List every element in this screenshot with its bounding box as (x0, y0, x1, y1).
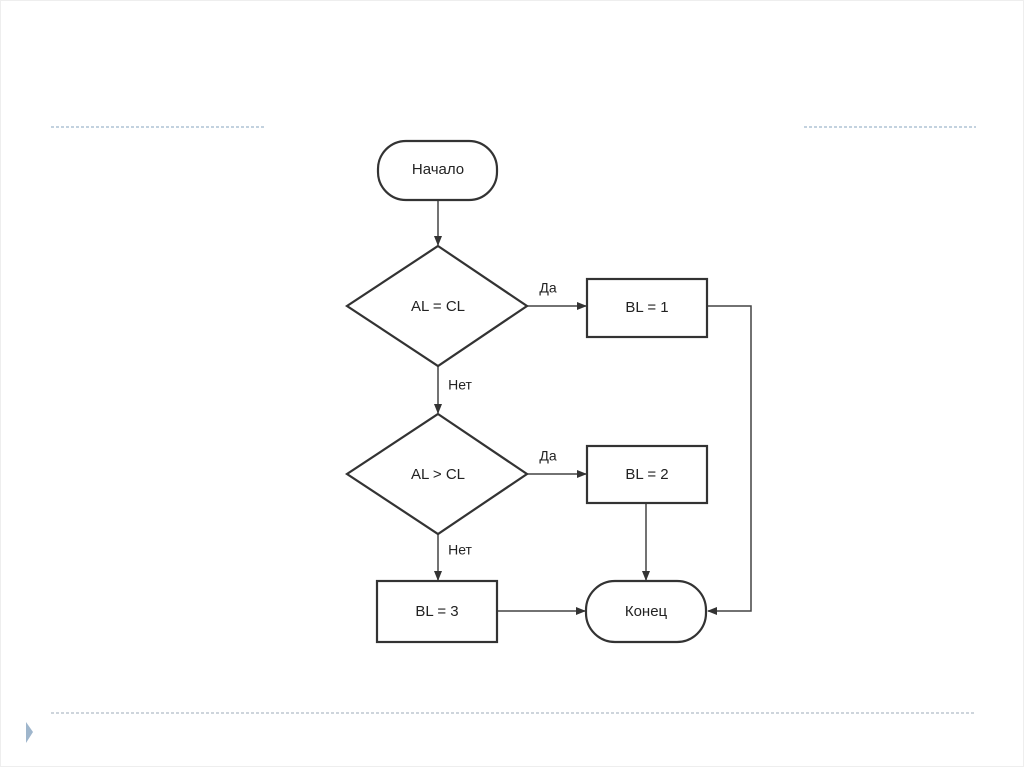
yes2-label: Да (539, 448, 556, 464)
start-terminator (376, 139, 499, 202)
action3-box (375, 579, 499, 644)
action3-label: BL = 3 (415, 603, 458, 620)
end-label: Конец (625, 603, 668, 620)
arrow-action1-to-end (707, 305, 752, 615)
decision2-label: AL > CL (411, 466, 465, 483)
bullet-triangle-icon (26, 722, 33, 743)
action2-label: BL = 2 (625, 466, 668, 483)
decision1-label: AL = CL (411, 298, 465, 315)
action1-box (585, 277, 709, 339)
decision1-diamond (345, 244, 529, 368)
yes1-label: Да (539, 280, 556, 296)
end-terminator (584, 579, 708, 644)
start-label: Начало (412, 161, 464, 178)
decision2-diamond (345, 412, 529, 536)
action1-label: BL = 1 (625, 299, 668, 316)
no1-label: Нет (448, 377, 472, 393)
no2-label: Нет (448, 542, 472, 558)
action2-box (585, 444, 709, 505)
